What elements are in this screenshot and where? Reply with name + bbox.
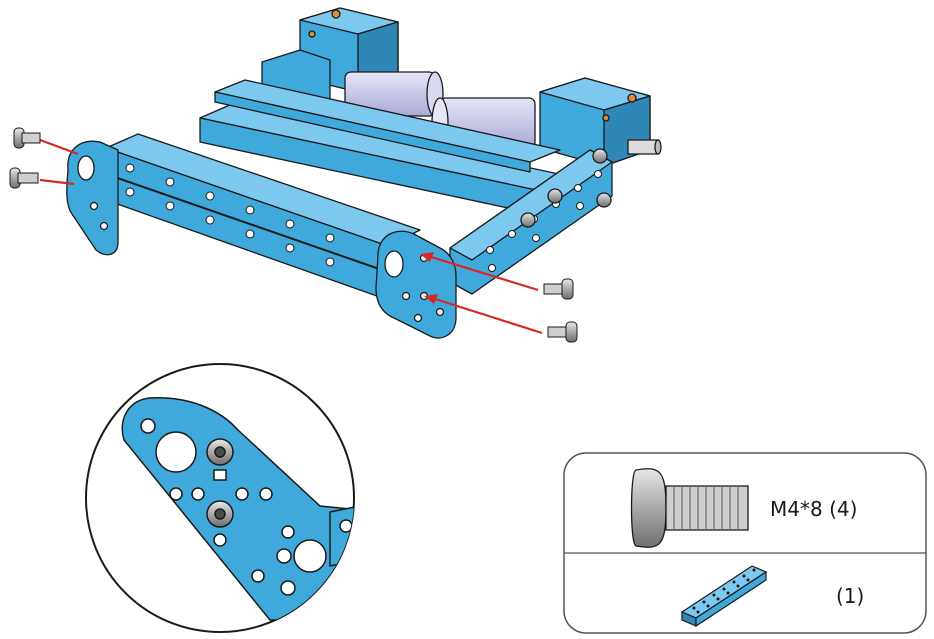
arrow-right-top xyxy=(420,252,539,292)
screw-head-top xyxy=(206,438,234,466)
parts-label-beam: (1) xyxy=(836,584,864,608)
zoom-detail xyxy=(85,363,355,633)
parts-list-panel: M4*8 (4) (1) xyxy=(563,452,927,634)
front-beam xyxy=(105,133,421,301)
arrow-left-top xyxy=(39,138,79,156)
parts-row-screw: M4*8 (4) xyxy=(630,468,857,548)
arrow-left-bottom xyxy=(39,178,75,186)
right-end-bracket xyxy=(375,230,457,339)
screw-icon xyxy=(547,321,578,343)
screw-icon xyxy=(9,167,39,189)
motor-bracket-right xyxy=(539,77,662,167)
beam-icon xyxy=(680,565,768,628)
screw-icon xyxy=(13,127,41,149)
screw-head-bottom xyxy=(206,500,234,528)
parts-label-screw: M4*8 (4) xyxy=(770,497,857,521)
screws-loose xyxy=(9,127,578,343)
arrow-right-bottom xyxy=(424,294,543,335)
dc-motor-left xyxy=(344,71,444,117)
chassis-assembly xyxy=(66,7,662,339)
screw-icon xyxy=(543,278,574,300)
insertion-arrows xyxy=(39,138,543,335)
left-end-bracket xyxy=(66,140,119,256)
parts-row-beam: (1) xyxy=(680,565,864,628)
middle-beam xyxy=(214,79,561,173)
screw-icon xyxy=(630,468,749,548)
